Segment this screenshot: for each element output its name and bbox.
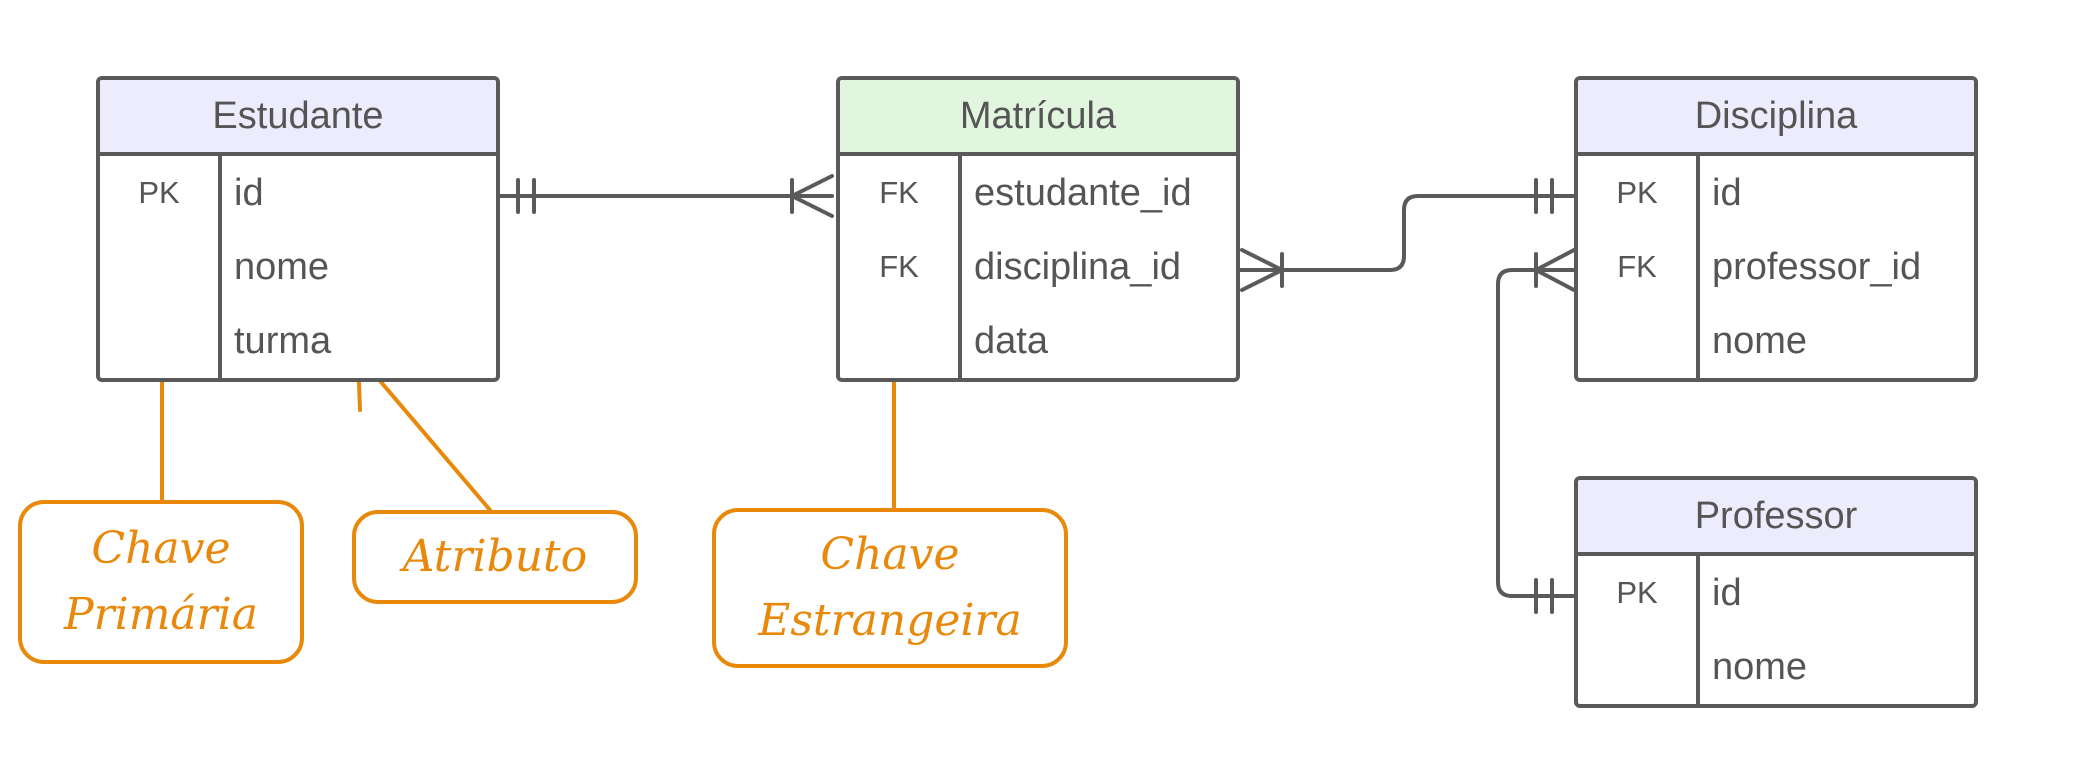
relationship-estudante-matricula — [498, 174, 834, 218]
entity-estudante[interactable]: Estudante PK id nome turma — [96, 76, 500, 382]
callout-atributo: Atributo — [352, 510, 638, 604]
key-label: PK — [1616, 575, 1658, 610]
callout-line: Chave — [820, 529, 960, 580]
table-row: PK id — [100, 156, 496, 230]
column-divider — [218, 156, 222, 378]
key-label — [100, 304, 218, 378]
relationship-disciplina-matricula — [1238, 178, 1576, 292]
table-row: FK disciplina_id — [840, 230, 1236, 304]
callout-line: Chave — [91, 523, 231, 574]
entity-matricula[interactable]: Matrícula FK estudante_id FK disciplina_… — [836, 76, 1240, 382]
key-label — [1578, 304, 1696, 378]
entity-disciplina-title: Disciplina — [1578, 80, 1974, 156]
table-row: nome — [1578, 304, 1974, 378]
attribute-name: id — [234, 172, 264, 214]
callout-line: Estrangeira — [758, 595, 1022, 646]
attribute-name: id — [1712, 572, 1742, 614]
table-row: PK id — [1578, 156, 1974, 230]
column-divider — [1696, 556, 1700, 704]
attribute-name: professor_id — [1712, 246, 1922, 288]
key-label: FK — [879, 249, 919, 284]
crowfoot — [1534, 248, 1576, 272]
relationship-professor-disciplina — [1496, 248, 1576, 614]
attribute-name: nome — [234, 246, 330, 288]
attribute-name: disciplina_id — [974, 246, 1182, 288]
crowfoot — [1240, 268, 1284, 292]
table-row: FK professor_id — [1578, 230, 1974, 304]
entity-estudante-title: Estudante — [100, 80, 496, 156]
crowfoot — [1240, 248, 1284, 272]
callout-chave-estrangeira: Chave Estrangeira — [712, 508, 1068, 668]
key-label — [1578, 630, 1696, 704]
key-label: FK — [1617, 249, 1657, 284]
key-label — [840, 304, 958, 378]
attribute-name: data — [974, 320, 1048, 362]
attribute-name: nome — [1712, 320, 1808, 362]
table-row: turma — [100, 304, 496, 378]
callout-chave-primaria: Chave Primária — [18, 500, 304, 664]
crowfoot — [790, 174, 834, 198]
column-divider — [1696, 156, 1700, 378]
entity-disciplina[interactable]: Disciplina PK id FK professor_id nome — [1574, 76, 1978, 382]
table-row: PK id — [1578, 556, 1974, 630]
table-row: nome — [100, 230, 496, 304]
key-label — [100, 230, 218, 304]
callout-line: Primária — [63, 589, 258, 640]
crowfoot — [1534, 268, 1576, 292]
attribute-name: turma — [234, 320, 332, 362]
table-row: nome — [1578, 630, 1974, 704]
entity-professor-title: Professor — [1578, 480, 1974, 556]
key-label: PK — [1616, 175, 1658, 210]
column-divider — [958, 156, 962, 378]
key-label: PK — [138, 175, 180, 210]
entity-matricula-title: Matrícula — [840, 80, 1236, 156]
attribute-name: estudante_id — [974, 172, 1192, 214]
key-label: FK — [879, 175, 919, 210]
attribute-name: id — [1712, 172, 1742, 214]
crowfoot — [790, 194, 834, 218]
attribute-name: nome — [1712, 646, 1808, 688]
callout-line: Atributo — [402, 531, 588, 582]
table-row: data — [840, 304, 1236, 378]
table-row: FK estudante_id — [840, 156, 1236, 230]
entity-professor[interactable]: Professor PK id nome — [1574, 476, 1978, 708]
